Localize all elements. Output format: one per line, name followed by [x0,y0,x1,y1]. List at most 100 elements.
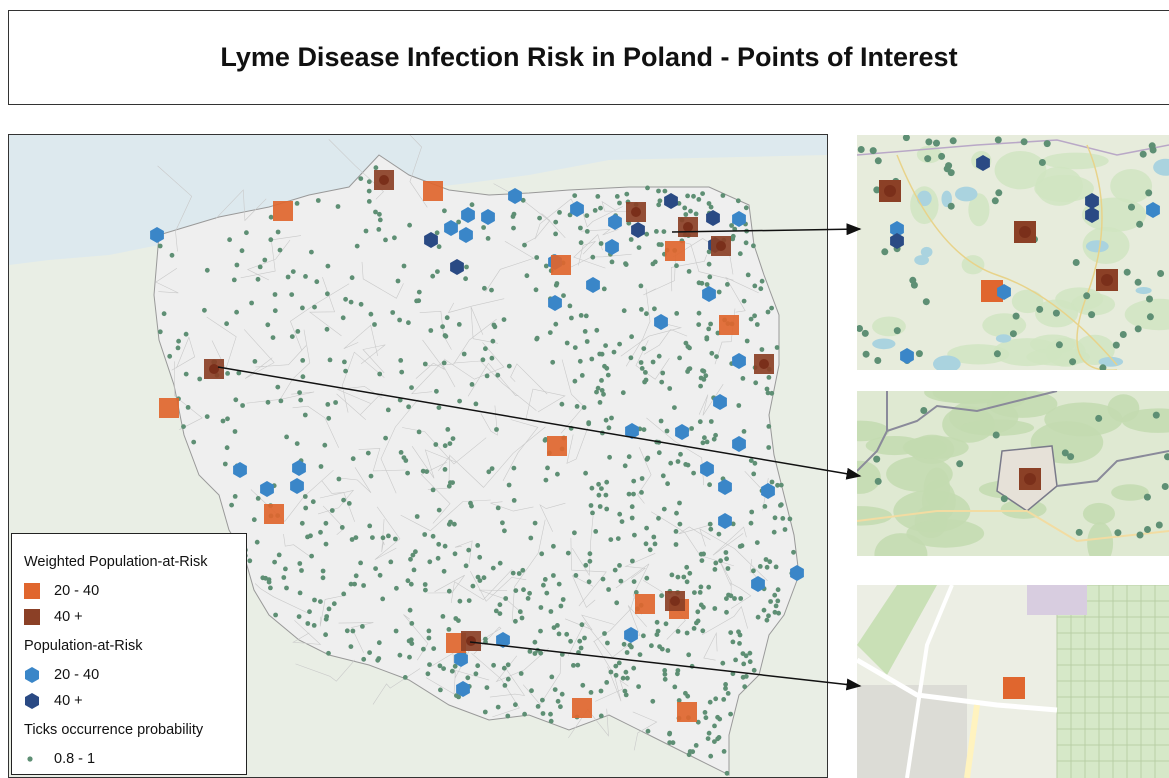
tick-point [729,223,734,228]
tick-point [893,327,901,335]
weighted-risk-20-40-marker [159,398,179,418]
tick-point [765,390,771,396]
tick-point [565,550,571,556]
tick-point [323,541,329,547]
tick-point [737,251,743,257]
tick-point [1075,528,1083,536]
inset-west[interactable] [857,391,1169,556]
inset-north-east[interactable] [857,135,1169,370]
tick-point [343,368,348,374]
forest-area [1034,174,1094,203]
tick-point [422,361,428,367]
pop-risk-40-plus-marker [631,222,645,238]
tick-point [547,330,553,335]
tick-point [652,541,658,547]
tick-point [376,227,382,232]
tick-point [322,442,328,448]
tick-point [693,743,699,748]
forest-area [902,436,969,459]
tick-point [584,229,590,234]
tick-point [401,455,407,460]
county-boundary [328,139,384,200]
tick-point [312,597,317,603]
tick-point [298,397,304,403]
tick-point [629,504,635,510]
tick-point [416,289,422,295]
tick-point [325,402,331,407]
tick-point [405,470,410,476]
tick-point [857,325,863,332]
tick-point [427,559,433,565]
tick-point [399,369,405,375]
tick-point [299,568,304,573]
brown-square-icon [24,609,54,625]
tick-point [272,308,278,314]
tick-point [724,556,729,562]
tick-point [622,463,628,469]
tick-point [405,578,411,584]
pop-risk-40-plus-marker [976,155,990,171]
tick-point [340,315,346,321]
tick-point [520,567,526,573]
tick-point [266,579,272,585]
tick-point [366,179,372,185]
tick-point [576,650,581,655]
tick-point [377,211,382,217]
tick-point [715,714,720,720]
tick-point [559,401,565,407]
legend-population-heading: Population-at-Risk [24,638,143,654]
tick-point [654,619,660,625]
inset-south[interactable] [857,585,1169,778]
lake [916,190,932,207]
pop-risk-40-plus-marker [450,259,464,275]
main-road [964,704,980,778]
tick-point [767,559,773,565]
tick-point [614,194,620,199]
tick-point [175,345,181,351]
tick-point [463,276,468,282]
tick-point [265,322,271,328]
tick-point [778,482,784,488]
tick-point [430,487,436,493]
tick-point [303,505,309,511]
tick-point [290,269,296,274]
tick-point [428,328,434,333]
tick-point [692,590,697,595]
tick-point [559,652,565,657]
tick-point [333,400,338,405]
tick-point [548,609,554,614]
tick-point [409,621,415,626]
tick-point [612,567,618,573]
county-boundary [478,589,524,615]
tick-point [712,723,717,729]
tick-point [1114,529,1122,537]
tick-point [452,663,458,669]
tick-point [654,229,659,234]
tick-point [305,621,311,626]
tick-point [659,379,665,385]
tick-point [698,584,704,590]
tick-point [513,702,518,708]
tick-point [578,225,583,231]
tick-point [495,372,501,378]
forest-area [906,519,985,548]
tick-point [599,388,605,393]
tick-point [352,581,357,587]
tick-point [656,450,662,456]
county-boundary [718,558,732,597]
tick-point [497,611,503,616]
tick-point [617,563,622,568]
tick-point [275,384,281,390]
tick-point [310,499,316,505]
tick-point [757,564,763,569]
tick-point [685,193,690,199]
tick-point [604,506,610,512]
tick-point [361,583,366,588]
tick-point [544,590,550,596]
tick-point [703,715,709,721]
tick-point [335,204,341,209]
tick-point [464,264,469,270]
legend-item-pop-40-plus: 40 + [24,688,236,714]
tick-point [517,609,523,615]
tick-point [239,248,245,254]
